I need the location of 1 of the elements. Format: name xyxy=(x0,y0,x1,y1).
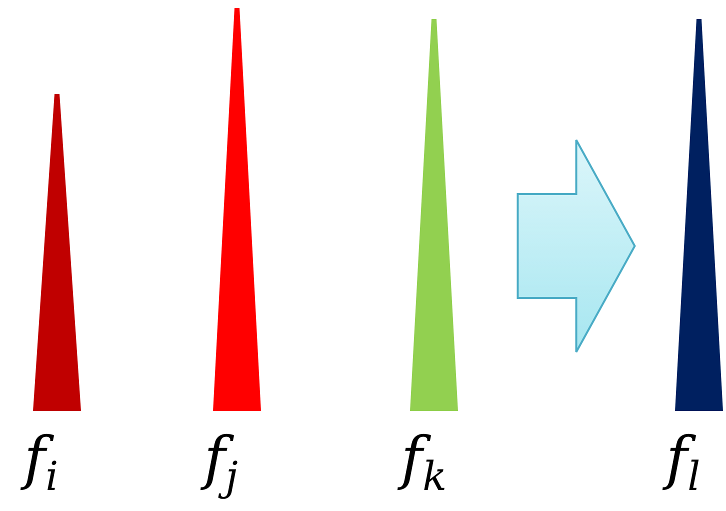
block-arrow xyxy=(516,139,636,353)
